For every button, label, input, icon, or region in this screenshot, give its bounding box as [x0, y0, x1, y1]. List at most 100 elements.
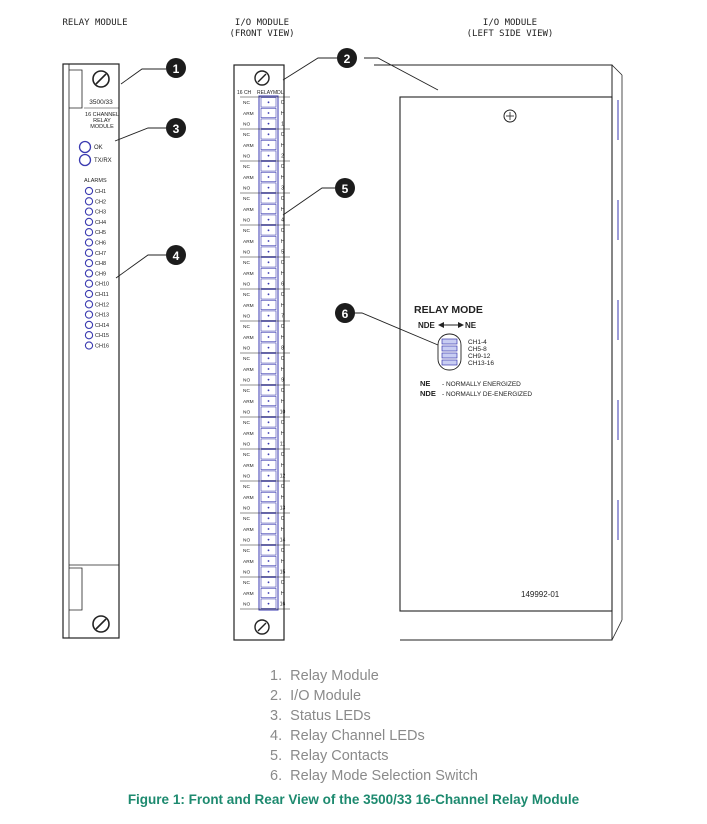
txrx-led-icon	[78, 153, 92, 167]
relay-channel-led-label: CH15	[95, 333, 109, 339]
io-terminal-screw-icon	[267, 112, 270, 114]
io-terminal-screw-icon	[267, 325, 270, 328]
relay-channel-led-label: CH1	[95, 189, 106, 195]
io-top-screw-icon	[254, 70, 270, 86]
io-contact-label: NC	[243, 580, 250, 586]
io-contact-label: ARM	[243, 367, 254, 373]
io-header-16ch: 16 CH	[237, 90, 252, 96]
io-channel-label-h: H	[281, 271, 285, 277]
nde-def-abbr: NDE	[420, 389, 436, 398]
relay-channel-led-label: CH12	[95, 302, 109, 308]
io-terminal-screw-icon	[267, 144, 270, 146]
io-contact-label: ARM	[243, 111, 254, 117]
io-front-title-line2: (FRONT VIEW)	[229, 29, 295, 39]
io-channel-label-c: C	[281, 228, 285, 234]
io-contact-label: NO	[243, 601, 250, 607]
io-channel-number: 14	[280, 537, 286, 543]
io-contact-label: NO	[243, 377, 250, 383]
io-channel-label-h: H	[281, 335, 285, 341]
legend-item-4: 4. Relay Channel LEDs	[270, 728, 425, 744]
callout-4-number: 4	[173, 249, 180, 263]
switch-label-ch1-4: CH1-4	[468, 339, 487, 346]
io-channel-number: 12	[280, 473, 286, 479]
callout-2-number: 2	[344, 52, 351, 66]
io-contact-label: NO	[243, 409, 250, 415]
io-terminal-screw-icon	[267, 229, 270, 232]
io-contact-label: NO	[243, 185, 250, 191]
relay-channel-led-icon	[84, 269, 94, 278]
io-channel-label-c: C	[281, 388, 285, 394]
top-screw-icon	[92, 70, 110, 88]
relay-channel-led-label: CH7	[95, 251, 106, 257]
relay-channel-led-label: CH4	[95, 220, 106, 226]
io-channel-label-h: H	[281, 143, 285, 149]
io-channel-label-h: H	[281, 399, 285, 405]
io-channel-label-c: C	[281, 100, 285, 106]
io-channel-number: 5	[281, 249, 284, 255]
io-contact-label: ARM	[243, 143, 254, 149]
ne-def-abbr: NE	[420, 379, 430, 388]
figure-caption: Figure 1: Front and Rear View of the 350…	[127, 792, 580, 807]
io-contact-label: NO	[243, 473, 250, 479]
io-terminal-screw-icon	[267, 261, 270, 264]
io-contact-label: NC	[243, 484, 250, 490]
relay-channel-led-label: CH16	[95, 344, 109, 350]
io-terminal-screw-icon	[267, 506, 270, 509]
io-contact-label: NO	[243, 281, 250, 287]
relay-channel-led-label: CH13	[95, 313, 109, 319]
io-channel-label-c: C	[281, 580, 285, 586]
io-contact-label: NO	[243, 153, 250, 159]
io-terminal-screw-icon	[267, 528, 270, 530]
relay-channel-led-icon	[84, 310, 94, 319]
io-terminal-screw-icon	[267, 240, 270, 242]
io-contact-label: ARM	[243, 399, 254, 405]
io-channel-label-c: C	[281, 132, 285, 138]
io-terminal-screw-icon	[267, 496, 270, 498]
io-terminal-screw-icon	[267, 549, 270, 552]
io-contact-label: NO	[243, 345, 250, 351]
io-terminal-strip: NCARMNOCH1NCARMNOCH2NCARMNOCH3NCARMNOCH4…	[240, 96, 290, 610]
io-contact-label: ARM	[243, 335, 254, 341]
io-side-title-line1: I/O MODULE	[482, 18, 538, 28]
io-channel-label-h: H	[281, 175, 285, 181]
io-channel-label-h: H	[281, 527, 285, 533]
nde-def-text: - NORMALLY DE-ENERGIZED	[442, 391, 532, 398]
io-channel-label-h: H	[281, 495, 285, 501]
io-contact-label: ARM	[243, 271, 254, 277]
io-channel-number: 4	[281, 217, 284, 223]
io-channel-label-h: H	[281, 463, 285, 469]
io-channel-label-c: C	[281, 452, 285, 458]
io-side-title-line2: (LEFT SIDE VIEW)	[466, 29, 554, 39]
legend-item-1: 1. Relay Module	[270, 668, 379, 684]
ok-led-label: OK	[94, 145, 103, 151]
io-contact-label: ARM	[243, 239, 254, 245]
switch-label-ch5-8: CH5-8	[468, 346, 487, 353]
io-terminal-screw-icon	[267, 442, 270, 445]
legend-item-2: 2. I/O Module	[270, 688, 362, 704]
io-contact-label: ARM	[243, 591, 254, 597]
relay-channel-led-label: CH9	[95, 271, 106, 277]
io-contact-label: NC	[243, 292, 250, 298]
io-contact-label: NC	[243, 452, 250, 458]
io-channel-number: 10	[280, 409, 286, 415]
io-channel-number: 1	[281, 121, 284, 127]
io-terminal-screw-icon	[267, 186, 270, 189]
io-contact-label: ARM	[243, 431, 254, 437]
io-contact-label: NO	[243, 249, 250, 255]
io-contact-label: NO	[243, 217, 250, 223]
io-terminal-screw-icon	[267, 272, 270, 274]
io-terminal-screw-icon	[267, 176, 270, 178]
legend-item-4-text: Relay Channel LEDs	[290, 728, 425, 744]
relay-channel-led-icon	[84, 238, 94, 247]
io-header-mdl: MDL	[273, 90, 284, 96]
figure-legend: 1. Relay Module 2. I/O Module 3. Status …	[270, 666, 478, 786]
io-terminal-screw-icon	[267, 293, 270, 296]
io-terminal-screw-icon	[267, 464, 270, 466]
io-terminal-screw-icon	[267, 314, 270, 317]
io-terminal-screw-icon	[267, 474, 270, 477]
io-terminal-screw-icon	[267, 101, 270, 104]
relay-channel-led-label: CH5	[95, 230, 106, 236]
io-contact-label: NO	[243, 505, 250, 511]
callout-1-number: 1	[173, 62, 180, 76]
io-terminal-screw-icon	[267, 592, 270, 594]
